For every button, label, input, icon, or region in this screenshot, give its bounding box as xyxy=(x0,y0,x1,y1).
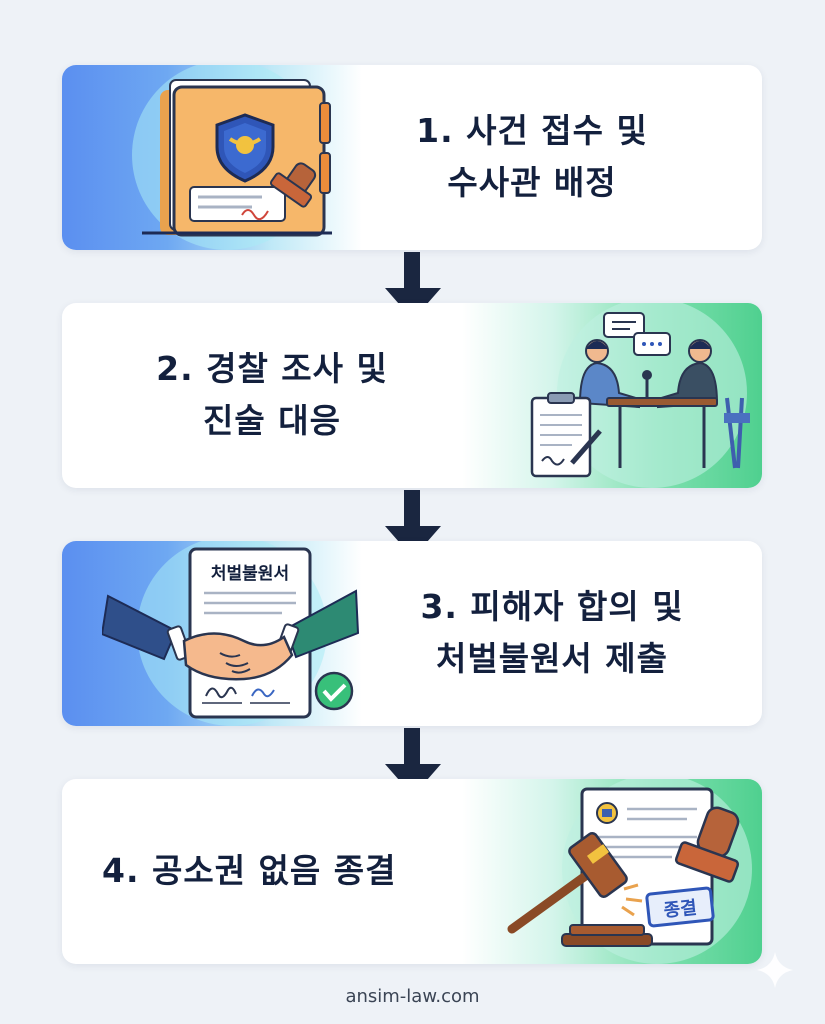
step-2-line-1: 2. 경찰 조사 및 xyxy=(156,349,388,388)
step-1-line-1: 1. 사건 접수 및 xyxy=(416,111,648,150)
step-card-4: 종결 4. 공소권 없음 종결 xyxy=(62,779,762,964)
agreement-document-title: 처벌불원서 xyxy=(211,564,289,584)
step-4-title: 4. 공소권 없음 종결 xyxy=(102,845,522,897)
site-url: ansim-law.com xyxy=(345,986,480,1007)
step-4-line-1: 4. 공소권 없음 종결 xyxy=(102,851,397,890)
step-card-3: 처벌불원서 3. 피해자 합의 및 처벌불원서 제출 xyxy=(62,541,762,726)
step-3-line-2: 처벌불원서 제출 xyxy=(435,639,668,678)
sparkle-icon xyxy=(757,952,793,988)
step-card-2: 2. 경찰 조사 및 진술 대응 xyxy=(62,303,762,488)
gavel-closing-icon: 종결 xyxy=(507,787,740,947)
police-folder-icon xyxy=(142,79,332,237)
step-1-title: 1. 사건 접수 및 수사관 배정 xyxy=(362,105,702,209)
step-2-title: 2. 경찰 조사 및 진술 대응 xyxy=(102,343,442,447)
interrogation-scene-icon xyxy=(530,312,750,478)
step-1-line-2: 수사관 배정 xyxy=(447,163,617,202)
step-card-1: 1. 사건 접수 및 수사관 배정 xyxy=(62,65,762,250)
step-3-title: 3. 피해자 합의 및 처벌불원서 제출 xyxy=(362,581,742,685)
step-2-line-2: 진술 대응 xyxy=(203,401,341,440)
handshake-agreement-icon: 처벌불원서 xyxy=(102,547,360,719)
closing-stamp-text: 종결 xyxy=(663,897,698,921)
step-3-line-1: 3. 피해자 합의 및 xyxy=(420,587,684,626)
